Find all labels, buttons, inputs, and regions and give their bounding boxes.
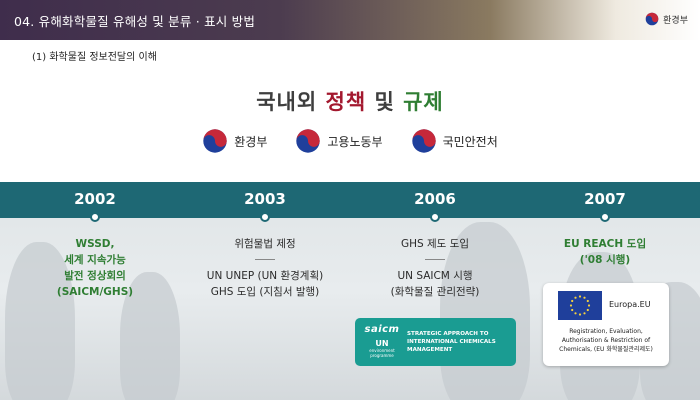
timeline-dot xyxy=(260,212,270,222)
saicm-logo-word: saicm xyxy=(364,324,400,335)
timeline-year: 2007 xyxy=(584,190,626,208)
entry-line: 세계 지속가능 xyxy=(64,254,126,266)
saicm-description: STRATEGIC APPROACH TO INTERNATIONAL CHEM… xyxy=(407,330,496,354)
timeline-year: 2003 xyxy=(244,190,286,208)
header-bar: 04. 유해화학물질 유해성 및 분류 · 표시 방법 환경부 xyxy=(0,0,700,40)
ministry-safety: 국민안전처 xyxy=(411,128,498,154)
europa-description: Registration, Evaluation, Authorisation … xyxy=(547,327,665,354)
entry-line: GHS 도입 (지침서 발행) xyxy=(210,286,320,298)
title-part-4: 규제 xyxy=(403,90,444,114)
timeline-year: 2002 xyxy=(74,190,116,208)
eu-flag-icon xyxy=(558,291,602,320)
saicm-text-line: INTERNATIONAL CHEMICALS xyxy=(407,339,496,345)
entry-line: UN UNEP (UN 환경계획) xyxy=(206,270,324,282)
taegeuk-icon xyxy=(645,12,659,26)
timeline-band xyxy=(0,182,700,218)
timeline-entry-2006: GHS 제도 도입 UN SAICM 시행 (화학물질 관리전략) xyxy=(360,236,510,300)
europa-desc-line: Chemicals, (EU 화학물질관리제도) xyxy=(559,346,653,353)
ministry-list: 환경부 고용노동부 국민안전처 xyxy=(0,128,700,154)
timeline-dot xyxy=(90,212,100,222)
header-title: 04. 유해화학물질 유해성 및 분류 · 표시 방법 xyxy=(14,14,256,29)
ministry-labor: 고용노동부 xyxy=(295,128,383,154)
taegeuk-icon xyxy=(411,129,436,153)
un-logo-sub: environment programme xyxy=(369,348,395,358)
background-photo xyxy=(0,182,700,400)
timeline-entry-2002: WSSD, 세계 지속가능 발전 정상회의 (SAICM/GHS) xyxy=(20,236,170,300)
entry-line: EU REACH 도입 xyxy=(563,238,647,250)
taegeuk-icon xyxy=(296,129,321,153)
entry-heading: 위험물법 제정 xyxy=(234,238,296,250)
entry-line: (SAICM/GHS) xyxy=(56,286,134,298)
saicm-text-line: MANAGEMENT xyxy=(407,347,453,353)
title-part-2: 정책 xyxy=(325,90,367,114)
europa-desc-line: Authorisation & Restriction of xyxy=(561,337,651,344)
taegeuk-icon xyxy=(203,129,227,153)
entry-divider xyxy=(425,259,445,260)
europa-card: Europa.EU Registration, Evaluation, Auth… xyxy=(543,283,669,366)
timeline-entry-2007: EU REACH 도입 ('08 시행) xyxy=(530,236,680,268)
page-title: 국내외 정책 및 규제 xyxy=(0,86,700,116)
saicm-badge: saicm UN environment programme STRATEGIC… xyxy=(355,318,516,366)
un-logo-label: UN xyxy=(375,339,389,348)
ministry-label: 고용노동부 xyxy=(327,134,383,149)
europa-label: Europa.EU xyxy=(609,300,651,309)
brand: 환경부 xyxy=(645,12,688,26)
ministry-environment: 환경부 xyxy=(202,128,267,154)
section-subtitle: (1) 화학물질 정보전달의 이해 xyxy=(32,52,157,63)
entry-line: 발전 정상회의 xyxy=(64,270,126,282)
timeline-dot xyxy=(430,212,440,222)
saicm-text-line: STRATEGIC APPROACH TO xyxy=(407,331,489,337)
timeline-entry-2003: 위험물법 제정 UN UNEP (UN 환경계획) GHS 도입 (지침서 발행… xyxy=(190,236,340,300)
entry-divider xyxy=(255,259,275,260)
ministry-label: 환경부 xyxy=(234,134,268,149)
entry-line: WSSD, xyxy=(75,238,115,250)
europa-desc-line: Registration, Evaluation, xyxy=(569,328,643,335)
entry-line: ('08 시행) xyxy=(579,254,631,266)
entry-heading: GHS 제도 도입 xyxy=(400,238,469,250)
title-part-1: 국내외 xyxy=(256,90,318,114)
saicm-logo: saicm UN environment programme xyxy=(361,324,403,358)
timeline-year: 2006 xyxy=(414,190,456,208)
brand-label: 환경부 xyxy=(663,15,688,26)
ministry-label: 국민안전처 xyxy=(442,134,498,149)
timeline-dot xyxy=(600,212,610,222)
title-part-3: 및 xyxy=(374,90,395,114)
entry-line: (화학물질 관리전략) xyxy=(390,286,480,298)
entry-line: UN SAICM 시행 xyxy=(397,270,473,282)
